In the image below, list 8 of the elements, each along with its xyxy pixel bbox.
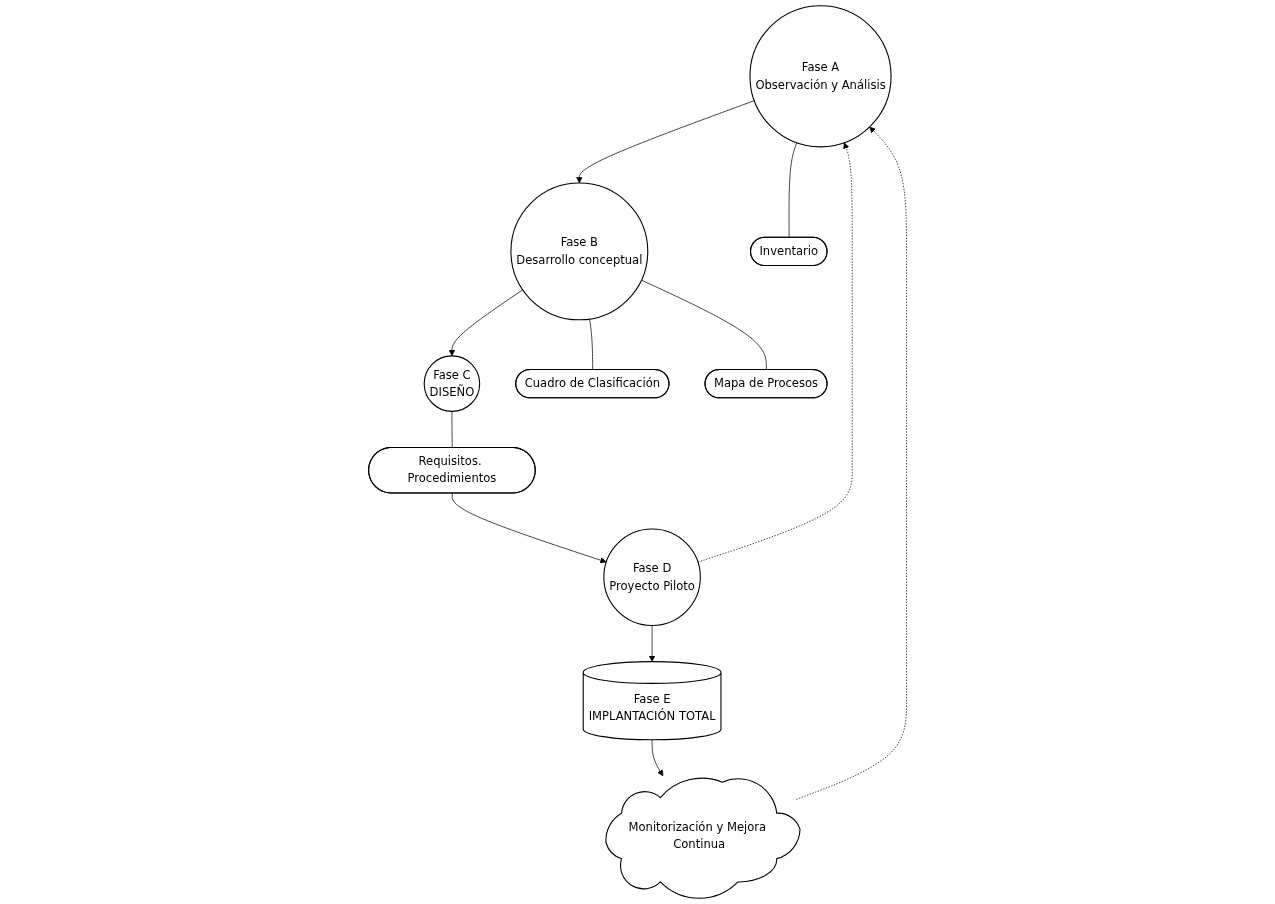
connector bbox=[788, 142, 797, 239]
node-circle: Fase A Observación y Análisis bbox=[749, 5, 892, 148]
node-circle: Fase D Proyecto Piloto bbox=[603, 528, 701, 627]
connector bbox=[451, 411, 453, 449]
connector bbox=[640, 279, 767, 371]
connector bbox=[589, 318, 593, 371]
node-circle: Fase B Desarrollo conceptual bbox=[510, 182, 649, 321]
node-circle: Fase C DISEÑO bbox=[423, 355, 481, 412]
